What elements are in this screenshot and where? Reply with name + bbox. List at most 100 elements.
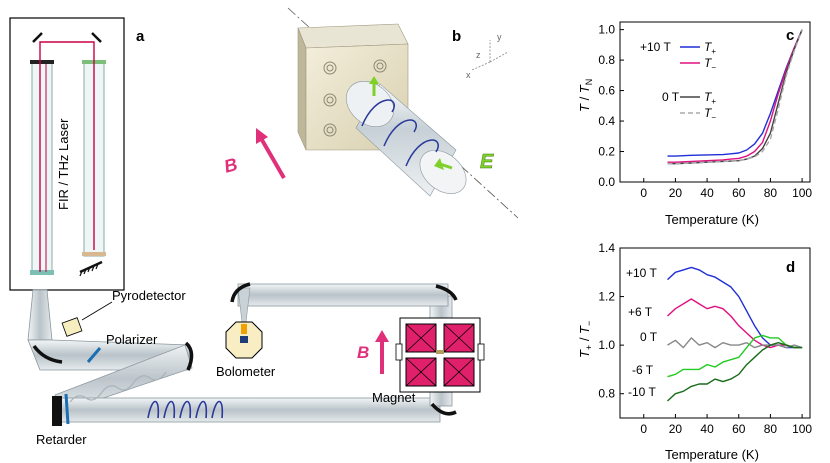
magnet-label: Magnet bbox=[372, 390, 416, 405]
magnet bbox=[395, 317, 485, 393]
bolometer-element bbox=[241, 324, 247, 334]
retarder-label: Retarder bbox=[36, 432, 87, 447]
e-field-label: E bbox=[480, 151, 494, 173]
y-tick-label: 0.0 bbox=[598, 175, 615, 189]
panel-d-ylabel: T+ / T− bbox=[577, 321, 594, 358]
pyrodetector-pointer bbox=[81, 301, 113, 321]
legend-group-10T: +10 T bbox=[640, 40, 671, 54]
x-tick-label: 40 bbox=[700, 422, 714, 436]
x-tick-label: 60 bbox=[732, 422, 746, 436]
panel-c-plot-area bbox=[619, 21, 811, 183]
b-field-label-magnet: B bbox=[357, 343, 369, 362]
series-line bbox=[667, 337, 803, 349]
legend-label-0T-minus: T− bbox=[704, 106, 716, 122]
beam-axis bbox=[287, 7, 519, 219]
panel-d-plot-area bbox=[619, 247, 811, 419]
y-tick-label: 1.0 bbox=[598, 338, 615, 352]
panel-d-ticks: 0 20 40 60 80 100 0.8 1.0 1.2 1.4 bbox=[598, 241, 812, 436]
panel-d-ylabel-denominator-sub: − bbox=[584, 321, 594, 326]
x-tick-label: 20 bbox=[669, 422, 683, 436]
series-line bbox=[667, 29, 803, 163]
laser-label: FIR / THz Laser bbox=[56, 118, 71, 210]
panel-c-ylabel-slash: / bbox=[577, 93, 592, 104]
y-tick-label: 0.6 bbox=[598, 84, 615, 98]
laser-output-window bbox=[30, 270, 54, 275]
axis-z-label: z bbox=[476, 50, 481, 60]
panel-d-xlabel: Temperature (K) bbox=[665, 447, 759, 462]
legend-label-10T-minus: T− bbox=[704, 56, 716, 72]
panel-d-series bbox=[667, 266, 803, 402]
mirror-bottom-right bbox=[430, 402, 457, 416]
bolometer-label: Bolometer bbox=[216, 364, 276, 379]
mirror-bottom-left bbox=[32, 344, 63, 364]
polarized-wave bbox=[69, 371, 167, 403]
panel-c-xlabel: Temperature (K) bbox=[665, 212, 759, 227]
y-tick-label: 0.4 bbox=[598, 114, 615, 128]
x-tick-label: 80 bbox=[764, 186, 778, 200]
axis-x-label: x bbox=[466, 70, 471, 80]
laser-tube-left bbox=[31, 62, 53, 274]
laser-tube-cap-left bbox=[30, 60, 54, 64]
series-label-minus6T: -6 T bbox=[632, 363, 654, 377]
series-line bbox=[667, 29, 803, 165]
panel-c-ylabel-main: T bbox=[577, 103, 592, 112]
panel-c-ylabel-denominator: T bbox=[577, 84, 592, 93]
x-tick-label: 40 bbox=[700, 186, 714, 200]
x-tick-label: 100 bbox=[792, 186, 812, 200]
laser-beam bbox=[39, 41, 95, 272]
beam-cone-to-bolometer bbox=[237, 287, 251, 323]
series-line bbox=[667, 266, 803, 349]
legend-label-10T-plus: T+ bbox=[704, 40, 716, 56]
x-tick-label: 100 bbox=[792, 422, 812, 436]
pyrodetector-box bbox=[61, 317, 83, 337]
y-tick-label: 1.2 bbox=[598, 290, 615, 304]
grating-teeth bbox=[79, 263, 99, 277]
mirror-top-left bbox=[230, 282, 251, 303]
bolometer-detector bbox=[240, 336, 248, 343]
laser-mirror-right bbox=[91, 32, 102, 43]
circular-polarization-helix bbox=[147, 400, 224, 419]
laser-grating bbox=[79, 260, 103, 274]
y-tick-label: 0.8 bbox=[598, 387, 615, 401]
mirror-right-polarizer bbox=[184, 341, 194, 371]
b-field-arrowhead-sample bbox=[256, 128, 268, 144]
beam-tube-vertical bbox=[27, 289, 53, 341]
y-tick-label: 1.4 bbox=[598, 241, 615, 255]
b-field-label-sample: B bbox=[222, 154, 240, 177]
beam-cylinder bbox=[345, 81, 467, 197]
series-label-plus6T: +6 T bbox=[628, 305, 653, 319]
panel-c-series bbox=[667, 29, 803, 165]
beam-tube-bottom bbox=[59, 397, 441, 423]
panel-label-a: a bbox=[136, 28, 145, 45]
panel-c-ylabel: T / TN bbox=[577, 79, 594, 112]
x-tick-label: 80 bbox=[764, 422, 778, 436]
y-tick-label: 0.8 bbox=[598, 53, 615, 67]
polarizer-plate bbox=[86, 347, 102, 363]
beam-tube-top bbox=[237, 283, 449, 307]
panel-c-ylabel-sub: N bbox=[584, 79, 594, 86]
y-tick-label: 1.0 bbox=[598, 23, 615, 37]
axes-indicator bbox=[471, 40, 509, 71]
legend-group-0T: 0 T bbox=[662, 90, 680, 104]
series-line bbox=[667, 342, 803, 402]
panel-d-ylabel-numerator-sub: + bbox=[584, 345, 594, 350]
y-tick-label: 0.2 bbox=[598, 145, 615, 159]
polarizer-label: Polarizer bbox=[106, 332, 158, 347]
panel-label-d: d bbox=[786, 259, 795, 276]
series-label-0T: 0 T bbox=[640, 330, 658, 344]
e-field-arrowhead bbox=[434, 158, 444, 170]
pyrodetector-label: Pyrodetector bbox=[112, 288, 186, 303]
panel-a-setup: a FIR / THz Laser bbox=[9, 17, 485, 447]
mirror-top-right bbox=[435, 284, 458, 301]
series-label-minus10T: -10 T bbox=[628, 385, 656, 399]
laser-tube-base-right bbox=[82, 252, 106, 256]
retarder-plate bbox=[64, 393, 70, 425]
legend-label-0T-plus: T+ bbox=[704, 90, 716, 106]
x-tick-label: 0 bbox=[640, 422, 647, 436]
sample-side bbox=[297, 27, 307, 151]
panel-d-ylabel-denominator: T bbox=[577, 325, 592, 334]
retarder-block bbox=[52, 396, 62, 426]
e-field-arrowhead-small bbox=[369, 76, 379, 84]
